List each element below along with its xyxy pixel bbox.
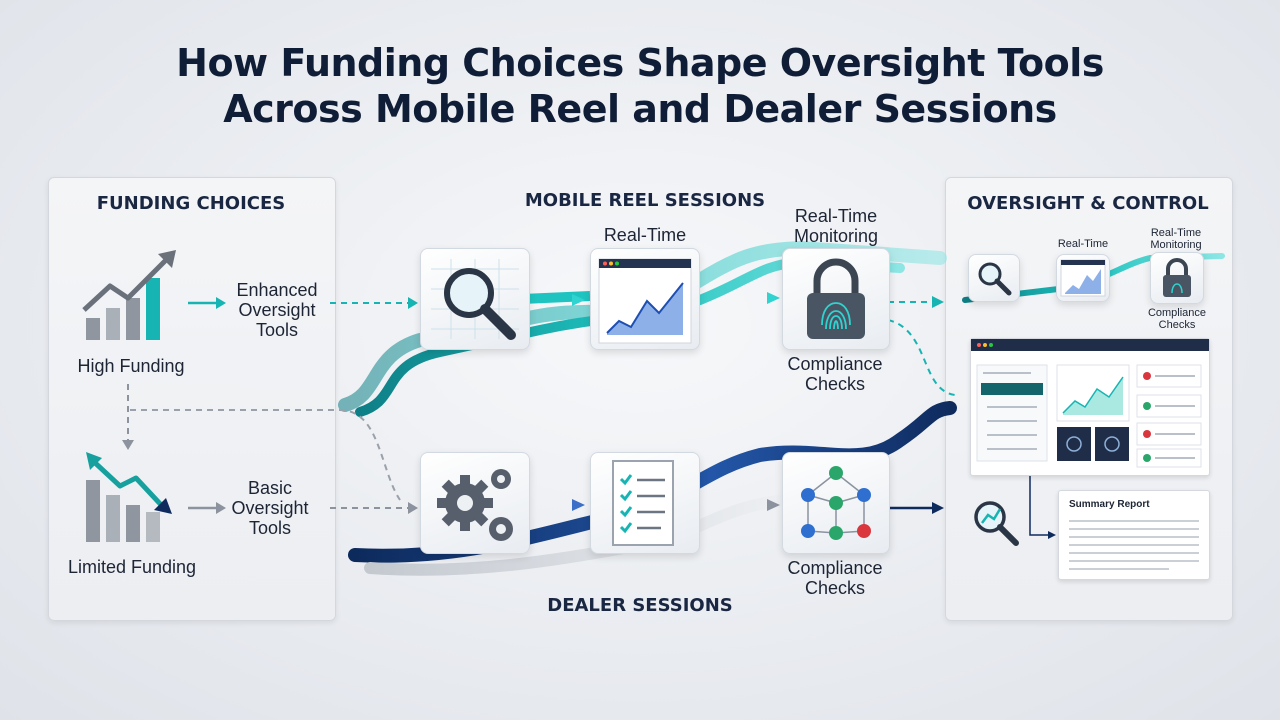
falling-chart-icon — [86, 452, 172, 542]
title-line-2: Across Mobile Reel and Dealer Sessions — [223, 87, 1057, 131]
padlock-fingerprint-icon — [807, 258, 865, 339]
dealer-checklist-card — [590, 452, 700, 554]
dealer-network-card — [782, 452, 890, 554]
dashboard-illustration — [971, 339, 1209, 468]
report-magnifier-icon — [974, 501, 1019, 546]
funding-panel — [48, 177, 336, 621]
title-line-1: How Funding Choices Shape Oversight Tool… — [176, 41, 1104, 85]
dealer-compliance-label: Compliance Checks — [787, 558, 883, 598]
mobile-monitoring-label: Real-Time Monitoring — [793, 206, 879, 246]
dealer-sessions-header: DEALER SESSIONS — [547, 595, 733, 616]
mini-monitoring-label: Real-Time Monitoring — [1150, 227, 1202, 251]
mini-line-chart-icon — [1060, 259, 1106, 297]
high-funding-label: High Funding — [77, 356, 185, 376]
enhanced-oversight-label: Enhanced Oversight Tools — [236, 280, 318, 340]
mobile-realtime-label: Real-Time — [603, 225, 687, 245]
summary-report: Summary Report — [1058, 490, 1210, 580]
rising-chart-icon — [82, 250, 176, 340]
basic-oversight-label: Basic Oversight Tools — [231, 478, 309, 538]
magnifier-icon — [431, 259, 519, 340]
mobile-search-card — [420, 248, 530, 350]
checklist-icon — [612, 460, 674, 546]
mobile-reel-header: MOBILE REEL SESSIONS — [524, 190, 766, 211]
summary-report-title: Summary Report — [1069, 499, 1150, 510]
oversight-panel-header: OVERSIGHT & CONTROL — [967, 193, 1209, 214]
mini-compliance-label: Compliance Checks — [1147, 307, 1207, 331]
mobile-compliance-card — [782, 248, 890, 350]
mini-chart-card — [1056, 254, 1110, 302]
mini-realtime-label: Real-Time — [1057, 238, 1109, 250]
dealer-gears-card — [420, 452, 530, 554]
compliance-to-dashboard-dash — [887, 319, 956, 396]
network-nodes-icon — [801, 466, 871, 540]
mobile-compliance-label: Compliance Checks — [787, 354, 883, 394]
report-lines — [1069, 520, 1199, 570]
line-chart-icon — [598, 258, 692, 344]
mobile-realtime-card — [590, 248, 700, 350]
mini-search-card — [968, 254, 1020, 302]
mini-lock-card — [1150, 252, 1204, 304]
limited-funding-label: Limited Funding — [67, 557, 197, 577]
cross-dash — [130, 409, 401, 501]
oversight-dashboard — [970, 338, 1210, 476]
mini-magnifier-icon — [978, 262, 1012, 296]
mini-padlock-icon — [1163, 258, 1191, 297]
funding-panel-header: FUNDING CHOICES — [96, 193, 286, 214]
gears-icon — [437, 469, 513, 541]
page-title: How Funding Choices Shape Oversight Tool… — [0, 40, 1280, 132]
